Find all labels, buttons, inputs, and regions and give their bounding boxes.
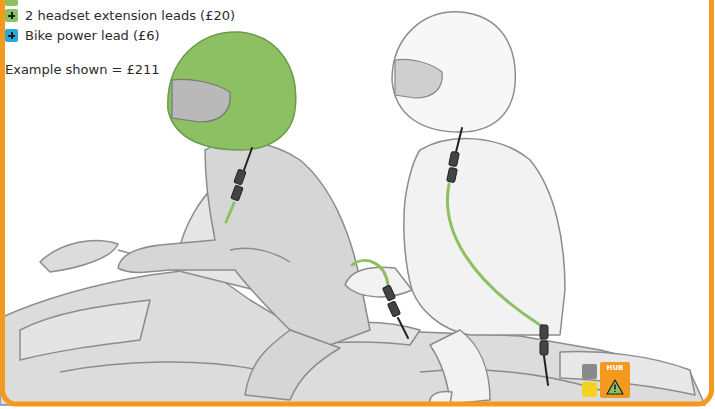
hub-box: HUB — [600, 362, 630, 398]
legend-swatch — [5, 29, 18, 42]
note-text: Example shown = £211 — [5, 62, 160, 77]
yellow-unit — [582, 382, 597, 397]
rider-helmet — [168, 32, 296, 150]
warning-icon — [606, 379, 624, 395]
legend-row: Bike power lead (£6) — [5, 28, 160, 43]
legend-swatch — [5, 9, 18, 22]
plus-bar — [11, 32, 13, 39]
passenger-leads — [447, 128, 548, 385]
legend-row: 2 headset extension leads (£20) — [5, 8, 235, 23]
hub-label: HUB — [600, 362, 630, 373]
grey-unit — [582, 364, 597, 379]
passenger — [345, 139, 565, 404]
motorcycle — [0, 165, 705, 405]
plus-bar — [11, 12, 13, 19]
cut-icon — [5, 0, 18, 6]
passenger-helmet — [392, 12, 515, 132]
legend-text: 2 headset extension leads (£20) — [25, 8, 235, 23]
rider — [118, 141, 370, 400]
frame-border — [3, 0, 712, 404]
rider-leads — [226, 148, 408, 338]
legend-text: Bike power lead (£6) — [25, 28, 160, 43]
